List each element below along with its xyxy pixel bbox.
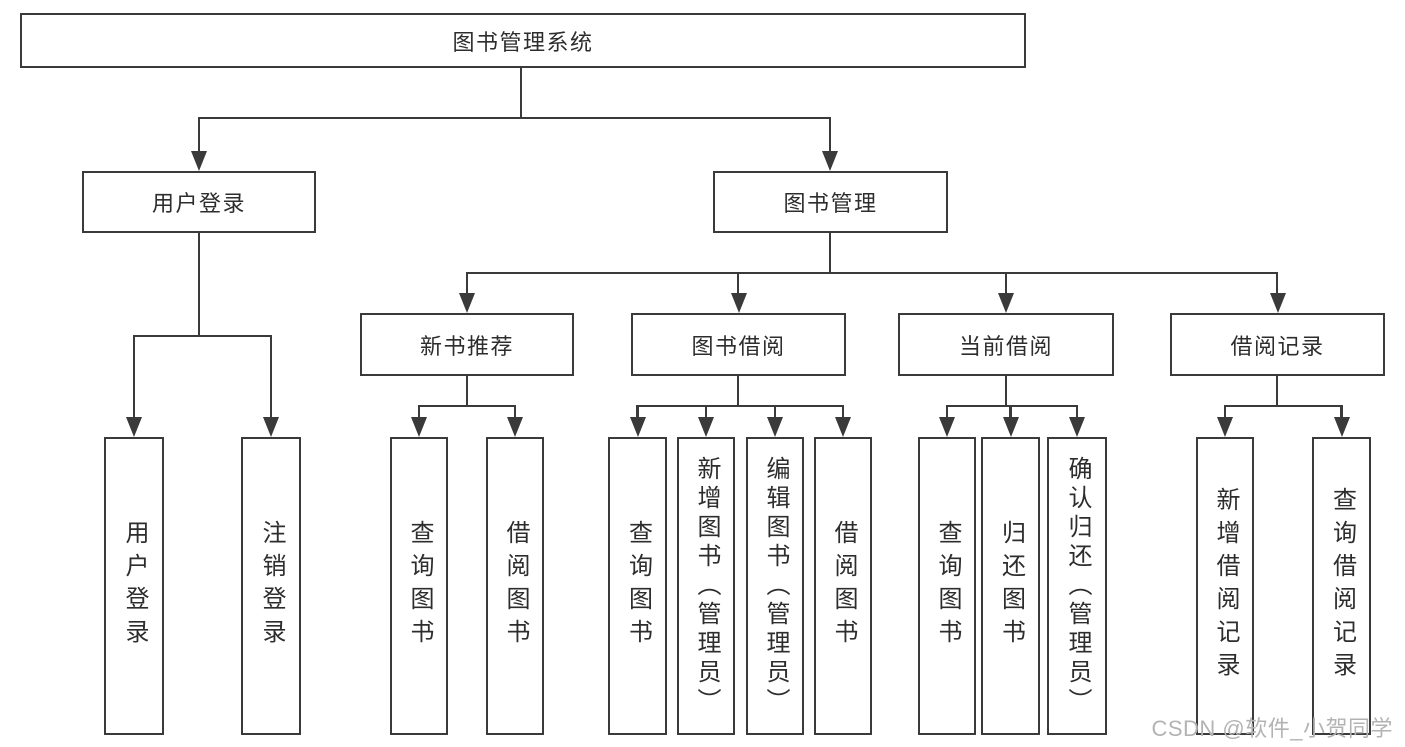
leaf-user-login: 用户登录 <box>104 437 164 735</box>
node-current-borrow: 当前借阅 <box>898 313 1114 376</box>
node-new-book-recommend-label: 新书推荐 <box>419 333 514 359</box>
leaf-add-borrow-record-label: 新增借阅记录 <box>1212 487 1239 685</box>
connector-line <box>1004 376 1008 407</box>
arrow-down-icon <box>1333 417 1350 437</box>
connector-line <box>417 404 517 408</box>
csdn-watermark: CSDN @软件_小贺同学 <box>1151 716 1393 741</box>
connector-line <box>828 233 832 274</box>
leaf-query-books-recommend: 查询图书 <box>390 437 448 735</box>
connector-line <box>1340 405 1343 418</box>
connector-line <box>132 335 136 418</box>
leaf-query-books-recommend-label: 查询图书 <box>406 520 433 652</box>
leaf-logout: 注销登录 <box>241 437 301 735</box>
connector-line <box>1223 404 1342 408</box>
leaf-borrow-books-label: 借阅图书 <box>830 520 857 652</box>
arrow-down-icon <box>1002 417 1019 437</box>
connector-line <box>1275 272 1279 294</box>
arrow-down-icon <box>126 417 142 437</box>
node-borrow-records-label: 借阅记录 <box>1230 333 1325 359</box>
arrow-down-icon <box>698 417 714 437</box>
node-book-management: 图书管理 <box>713 171 948 233</box>
node-book-borrow-label: 图书借阅 <box>691 333 786 359</box>
node-user-login: 用户登录 <box>82 171 316 233</box>
connector-line <box>197 233 201 337</box>
leaf-confirm-return-admin: 确认归还（管理员） <box>1047 437 1107 735</box>
leaf-return-book-label: 归还图书 <box>997 520 1025 652</box>
node-book-borrow: 图书借阅 <box>631 313 846 376</box>
leaf-query-borrow-record: 查询借阅记录 <box>1312 437 1371 735</box>
connector-line <box>269 335 273 418</box>
leaf-user-login-label: 用户登录 <box>121 520 148 652</box>
arrow-down-icon <box>998 293 1014 313</box>
leaf-query-books-borrow: 查询图书 <box>608 437 667 735</box>
connector-line <box>1275 376 1279 407</box>
connector-line <box>197 116 831 120</box>
arrow-down-icon <box>459 293 475 313</box>
connector-line <box>841 405 845 418</box>
node-book-management-label: 图书管理 <box>783 191 878 216</box>
node-root-label: 图书管理系统 <box>452 29 594 55</box>
connector-line <box>1075 405 1079 418</box>
leaf-borrow-books: 借阅图书 <box>814 437 872 735</box>
connector-line <box>736 376 740 407</box>
leaf-add-book-admin-label: 新增图书（管理员） <box>693 455 720 717</box>
leaf-add-book-admin: 新增图书（管理员） <box>677 437 735 735</box>
node-borrow-records: 借阅记录 <box>1170 313 1385 376</box>
connector-line <box>945 405 949 418</box>
connector-line <box>197 117 201 152</box>
arrow-down-icon <box>1217 417 1233 437</box>
connector-line <box>519 68 523 119</box>
leaf-query-books-borrow-label: 查询图书 <box>624 520 652 652</box>
node-user-login-label: 用户登录 <box>151 191 246 216</box>
leaf-edit-book-admin-label: 编辑图书（管理员） <box>762 455 789 717</box>
arrow-down-icon <box>263 417 279 437</box>
arrow-down-icon <box>411 417 427 437</box>
connector-line <box>1009 405 1012 418</box>
arrow-down-icon <box>629 417 646 437</box>
connector-line <box>736 272 740 294</box>
node-root: 图书管理系统 <box>20 13 1026 68</box>
arrow-down-icon <box>1069 417 1085 437</box>
leaf-edit-book-admin: 编辑图书（管理员） <box>746 437 804 735</box>
connector-line <box>465 272 469 294</box>
connector-line <box>773 405 777 418</box>
arrow-down-icon <box>939 417 955 437</box>
connector-line <box>513 405 517 418</box>
arrow-down-icon <box>730 293 747 313</box>
leaf-query-books-current-label: 查询图书 <box>934 520 961 652</box>
connector-line <box>132 334 273 338</box>
leaf-borrow-books-recommend: 借阅图书 <box>486 437 544 735</box>
connector-line <box>465 376 469 407</box>
node-current-borrow-label: 当前借阅 <box>958 333 1053 359</box>
connector-line <box>636 404 844 408</box>
leaf-query-borrow-record-label: 查询借阅记录 <box>1328 487 1356 685</box>
arrow-down-icon <box>835 417 851 437</box>
connector-line <box>704 405 708 418</box>
connector-line <box>1223 405 1227 418</box>
leaf-borrow-books-recommend-label: 借阅图书 <box>502 520 529 652</box>
arrow-down-icon <box>767 417 783 437</box>
arrow-down-icon <box>822 151 838 171</box>
arrow-down-icon <box>191 151 207 171</box>
connector-line <box>636 405 639 418</box>
arrow-down-icon <box>1269 293 1286 313</box>
connector-line <box>1004 272 1008 294</box>
leaf-query-books-current: 查询图书 <box>918 437 976 735</box>
leaf-add-borrow-record: 新增借阅记录 <box>1196 437 1254 735</box>
leaf-return-book: 归还图书 <box>981 437 1040 735</box>
connector-line <box>465 271 1278 275</box>
leaf-logout-label: 注销登录 <box>258 520 285 652</box>
node-new-book-recommend: 新书推荐 <box>360 313 574 376</box>
leaf-confirm-return-admin-label: 确认归还（管理员） <box>1064 455 1091 717</box>
connector-line <box>828 117 832 152</box>
arrow-down-icon <box>507 417 523 437</box>
connector-line <box>417 405 421 418</box>
